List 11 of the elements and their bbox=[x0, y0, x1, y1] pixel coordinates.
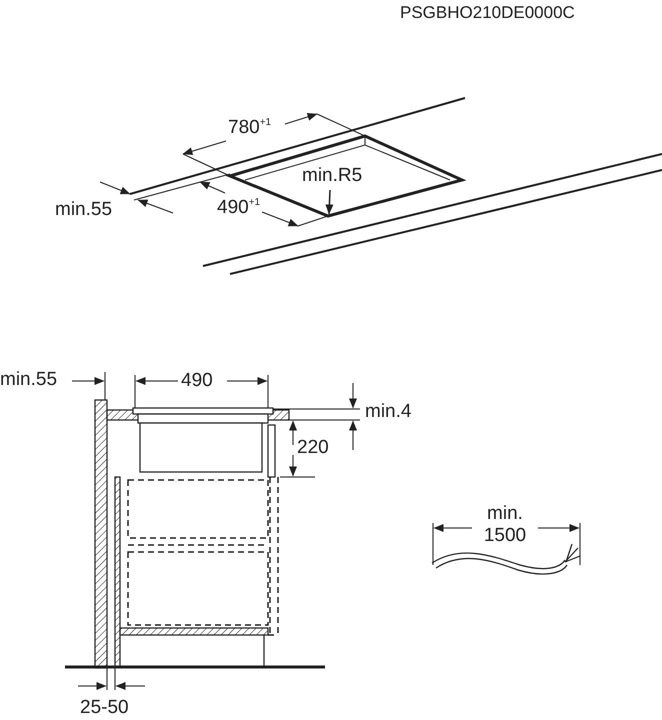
document-code: PSGBHO210DE0000C bbox=[400, 3, 575, 23]
dimension-label: 490 bbox=[181, 371, 213, 391]
dimension-label: min.55 bbox=[55, 200, 112, 220]
dimension-label: 780$^{+1}$ bbox=[228, 118, 272, 138]
dimension-label: 220 bbox=[297, 438, 329, 458]
dimension-label: 25-50 bbox=[80, 698, 129, 718]
dimension-label: 490$^{+1}$ bbox=[217, 198, 260, 218]
dimension-label: min.4 bbox=[365, 402, 412, 422]
dimension-label: min.55 bbox=[0, 370, 58, 390]
dimension-label: min. 1500 bbox=[482, 503, 528, 547]
dimension-label: min.R5 bbox=[302, 166, 362, 186]
